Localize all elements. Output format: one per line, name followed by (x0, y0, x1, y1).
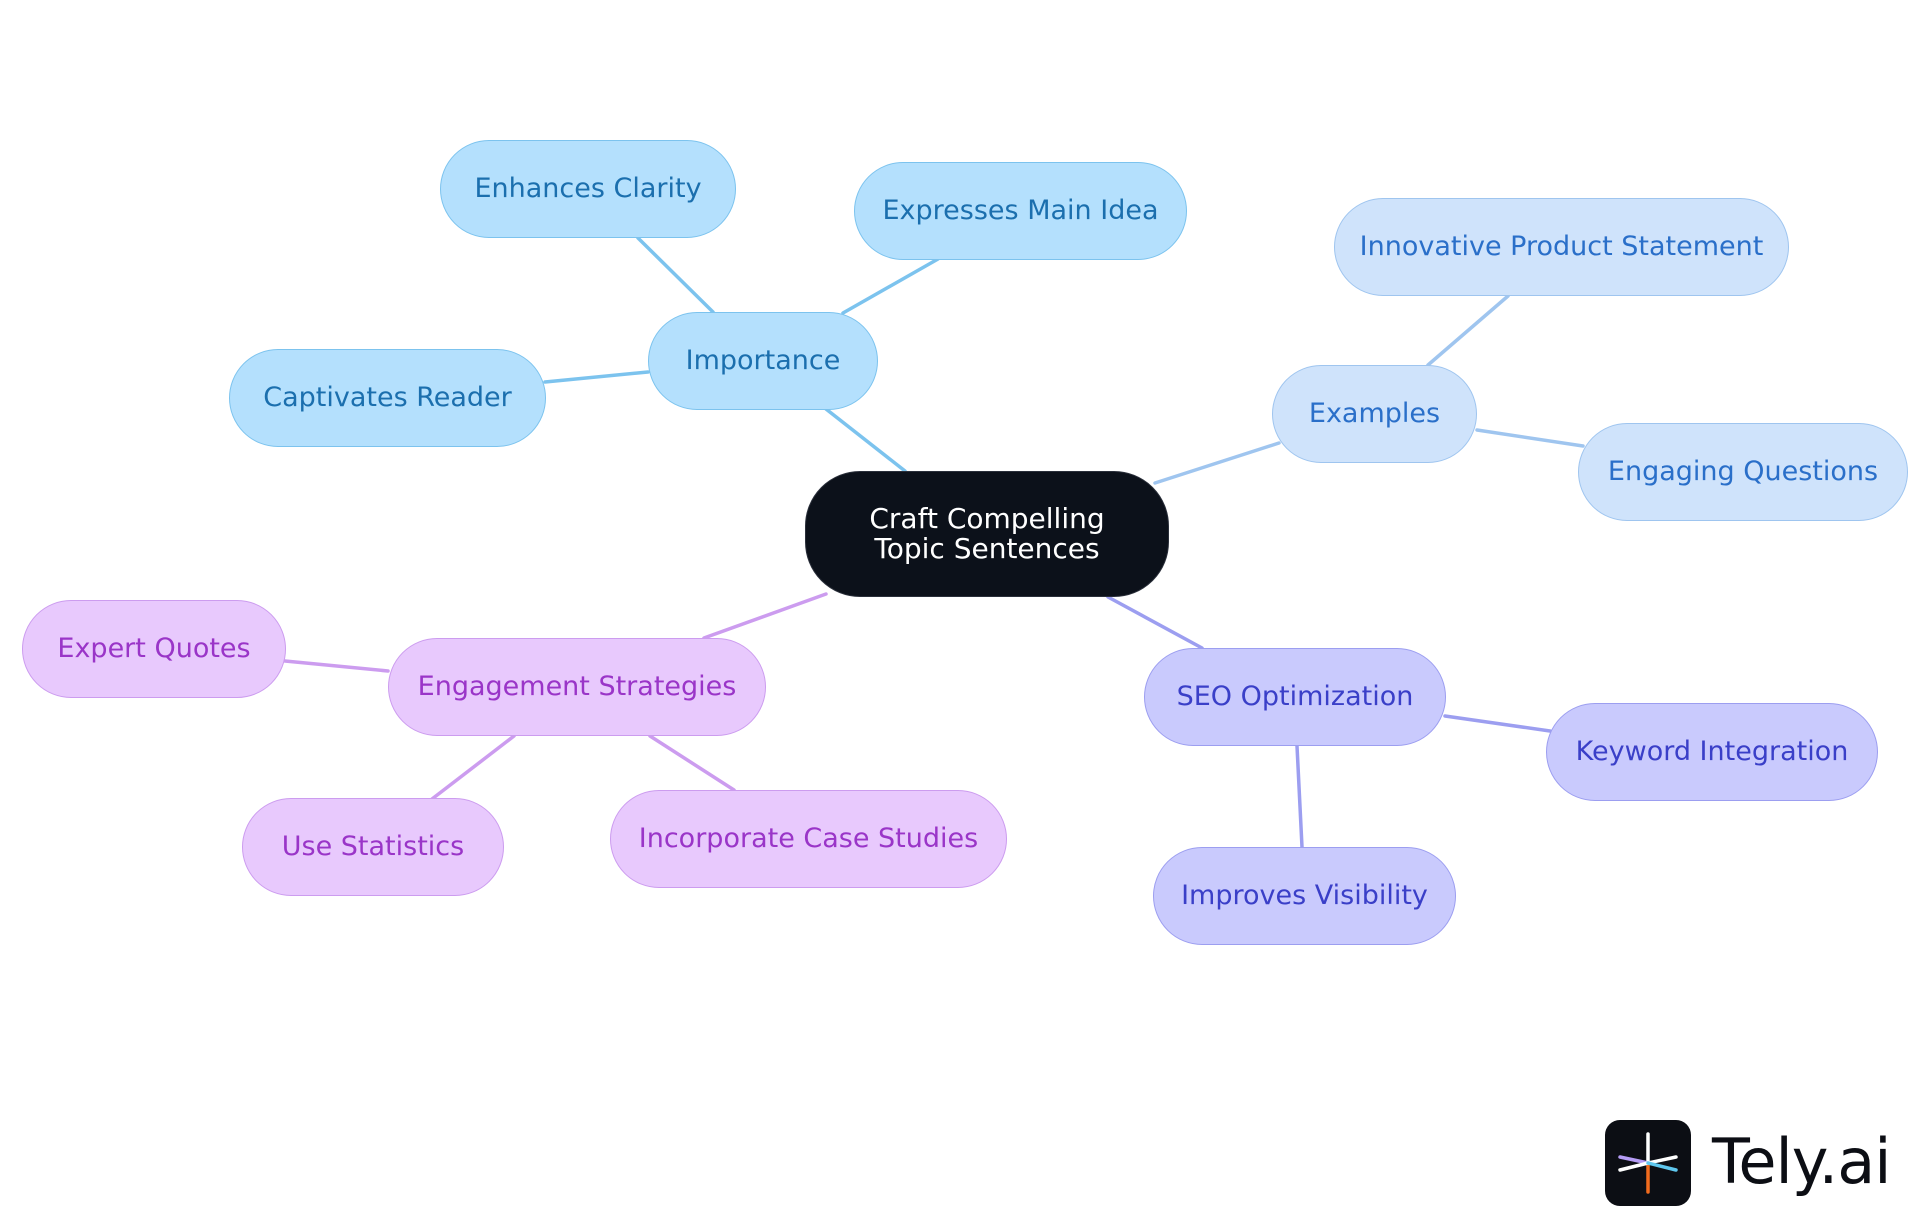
node-importance: Importance (648, 312, 878, 410)
edge-examples-to-innovative-product-statement (1426, 294, 1510, 367)
node-label-expert-quotes: Expert Quotes (57, 633, 251, 664)
node-label-incorporate-case-studies: Incorporate Case Studies (638, 823, 979, 854)
node-captivates-reader: Captivates Reader (229, 349, 546, 447)
node-label-examples: Examples (1308, 398, 1441, 429)
node-label-keyword-integration: Keyword Integration (1575, 736, 1849, 767)
edge-seo-optimization-to-improves-visibility (1295, 744, 1304, 849)
node-seo-optimization: SEO Optimization (1144, 648, 1446, 746)
edge-root-to-engagement-strategies (702, 592, 828, 640)
node-enhances-clarity: Enhances Clarity (440, 140, 736, 238)
edge-examples-to-engaging-questions (1475, 428, 1585, 448)
edge-layer (283, 236, 1585, 849)
node-expresses-main-idea: Expresses Main Idea (854, 162, 1187, 260)
tely-logo: Tely.ai (1605, 1120, 1891, 1206)
node-label-seo-optimization: SEO Optimization (1176, 681, 1414, 712)
edge-root-to-examples (1153, 441, 1281, 485)
node-label-expresses-main-idea: Expresses Main Idea (882, 195, 1159, 226)
node-engaging-questions: Engaging Questions (1578, 423, 1908, 521)
node-label-innovative-product-statement: Innovative Product Statement (1359, 231, 1764, 262)
node-label-use-statistics: Use Statistics (281, 831, 465, 862)
root-node: Craft Compelling Topic Sentences (805, 471, 1169, 597)
node-label-engagement-strategies: Engagement Strategies (417, 671, 737, 702)
edge-engagement-strategies-to-expert-quotes (283, 659, 390, 673)
edge-root-to-seo-optimization (1106, 595, 1204, 650)
node-label-enhances-clarity: Enhances Clarity (474, 173, 702, 204)
edge-engagement-strategies-to-use-statistics (430, 734, 516, 801)
tely-asterisk-icon (1605, 1120, 1691, 1206)
node-engagement-strategies: Engagement Strategies (388, 638, 766, 736)
logo-wordmark: Tely.ai (1712, 1125, 1891, 1198)
edge-seo-optimization-to-keyword-integration (1443, 714, 1552, 733)
node-innovative-product-statement: Innovative Product Statement (1334, 198, 1789, 296)
edge-importance-to-captivates-reader (543, 370, 650, 384)
edge-importance-to-expresses-main-idea (841, 257, 940, 315)
node-incorporate-case-studies: Incorporate Case Studies (610, 790, 1007, 888)
node-use-statistics: Use Statistics (242, 798, 504, 896)
node-improves-visibility: Improves Visibility (1153, 847, 1456, 945)
node-examples: Examples (1272, 365, 1477, 463)
node-expert-quotes: Expert Quotes (22, 600, 286, 698)
node-label-importance: Importance (685, 345, 841, 376)
edge-importance-to-enhances-clarity (636, 236, 715, 314)
root-node-label: Craft Compelling Topic Sentences (869, 502, 1105, 565)
node-keyword-integration: Keyword Integration (1546, 703, 1878, 801)
edge-root-to-importance (824, 407, 907, 473)
node-label-captivates-reader: Captivates Reader (263, 382, 512, 413)
edge-engagement-strategies-to-incorporate-case-studies (648, 734, 736, 792)
node-label-engaging-questions: Engaging Questions (1607, 456, 1879, 487)
node-label-improves-visibility: Improves Visibility (1181, 880, 1428, 911)
